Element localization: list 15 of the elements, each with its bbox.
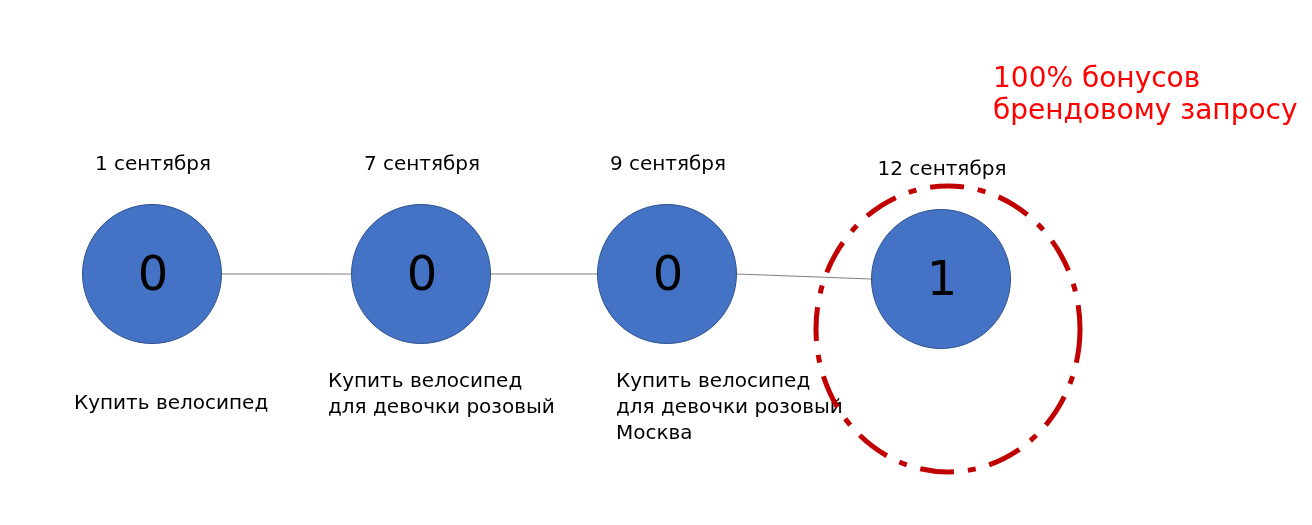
connector-line [736, 273, 872, 280]
date-label: 1 сентября [93, 150, 213, 176]
search-query-text: Купить велосипед для девочки розовый Москва [616, 367, 844, 445]
date-label: 9 сентября [608, 150, 728, 176]
connector-line [490, 273, 598, 275]
date-label: 7 сентября [362, 150, 482, 176]
count-number: 0 [651, 244, 685, 303]
count-number: 0 [405, 244, 439, 303]
annotation-text: 100% бонусов брендовому запросу [993, 62, 1299, 127]
connector-line [221, 273, 352, 275]
count-number: 1 [925, 249, 959, 308]
search-query-text: Купить велосипед [74, 389, 270, 415]
count-number: 0 [136, 244, 170, 303]
search-query-text: Купить велосипед для девочки розовый [328, 367, 556, 419]
date-label: 12 сентября [876, 155, 1008, 181]
